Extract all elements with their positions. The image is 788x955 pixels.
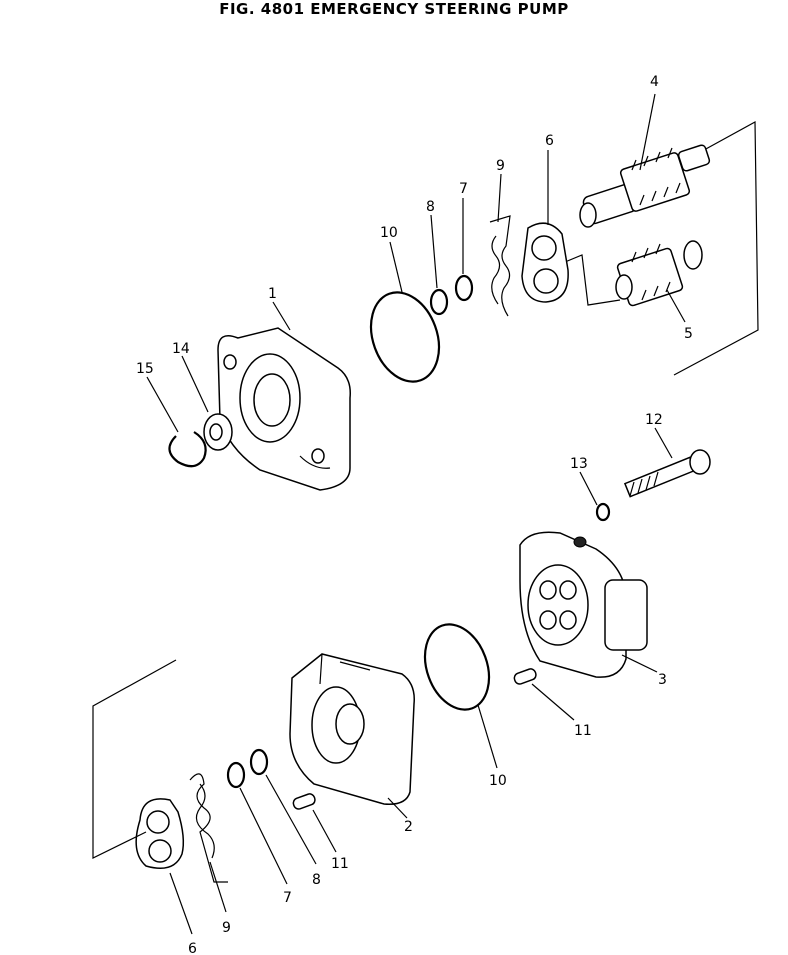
callout-15: 15 (136, 361, 154, 377)
bolt-part-12 (623, 449, 711, 498)
callout-9-lower: 9 (222, 920, 231, 936)
snap-ring-part-15 (168, 431, 207, 468)
callout-5: 5 (684, 326, 693, 342)
ring-part-7-upper (454, 274, 474, 302)
callout-1: 1 (268, 286, 277, 302)
bushing-plate-part-6-upper (521, 222, 569, 303)
callout-9-upper: 9 (496, 158, 505, 174)
upper-gear-bracket (564, 120, 759, 376)
callout-3: 3 (658, 672, 667, 688)
callout-10-lower: 10 (489, 773, 507, 789)
callout-12: 12 (645, 412, 663, 428)
oil-seal-part-14 (203, 413, 233, 451)
callout-6-lower: 6 (188, 941, 197, 955)
callout-8-lower: 8 (312, 872, 321, 888)
dowel-pin-part-11-right (513, 668, 537, 685)
pump-body-part-3 (519, 531, 648, 678)
callout-2: 2 (404, 819, 413, 835)
ring-part-8-lower (249, 748, 269, 776)
ring-part-7-lower (226, 761, 246, 789)
bushing-plate-part-6-lower (92, 659, 185, 869)
figure-title: FIG. 4801 EMERGENCY STEERING PUMP (219, 0, 569, 18)
seal-part-9-lower (189, 773, 228, 883)
callout-11-right: 11 (574, 723, 592, 739)
o-ring-part-10-lower (423, 623, 491, 711)
callout-4: 4 (650, 74, 659, 90)
drive-gear-shaft-part-4 (579, 144, 711, 228)
dowel-pin-part-11-left (292, 793, 316, 810)
callout-8-upper: 8 (426, 199, 435, 215)
callout-7-upper: 7 (459, 181, 468, 197)
washer-part-13 (595, 502, 611, 522)
callout-14: 14 (172, 341, 190, 357)
callout-6-upper: 6 (545, 133, 554, 149)
leader-lines (146, 93, 686, 935)
driven-gear-part-5 (615, 240, 703, 307)
seal-part-9-upper (489, 215, 511, 317)
gear-housing-part-2 (289, 653, 415, 805)
pump-cover-part-1 (217, 327, 351, 491)
callout-7-lower: 7 (283, 890, 292, 906)
callout-11-left: 11 (331, 856, 349, 872)
ring-part-8-upper (429, 288, 449, 316)
callout-13: 13 (570, 456, 588, 472)
callout-10-upper: 10 (380, 225, 398, 241)
o-ring-part-10-upper (369, 291, 441, 383)
